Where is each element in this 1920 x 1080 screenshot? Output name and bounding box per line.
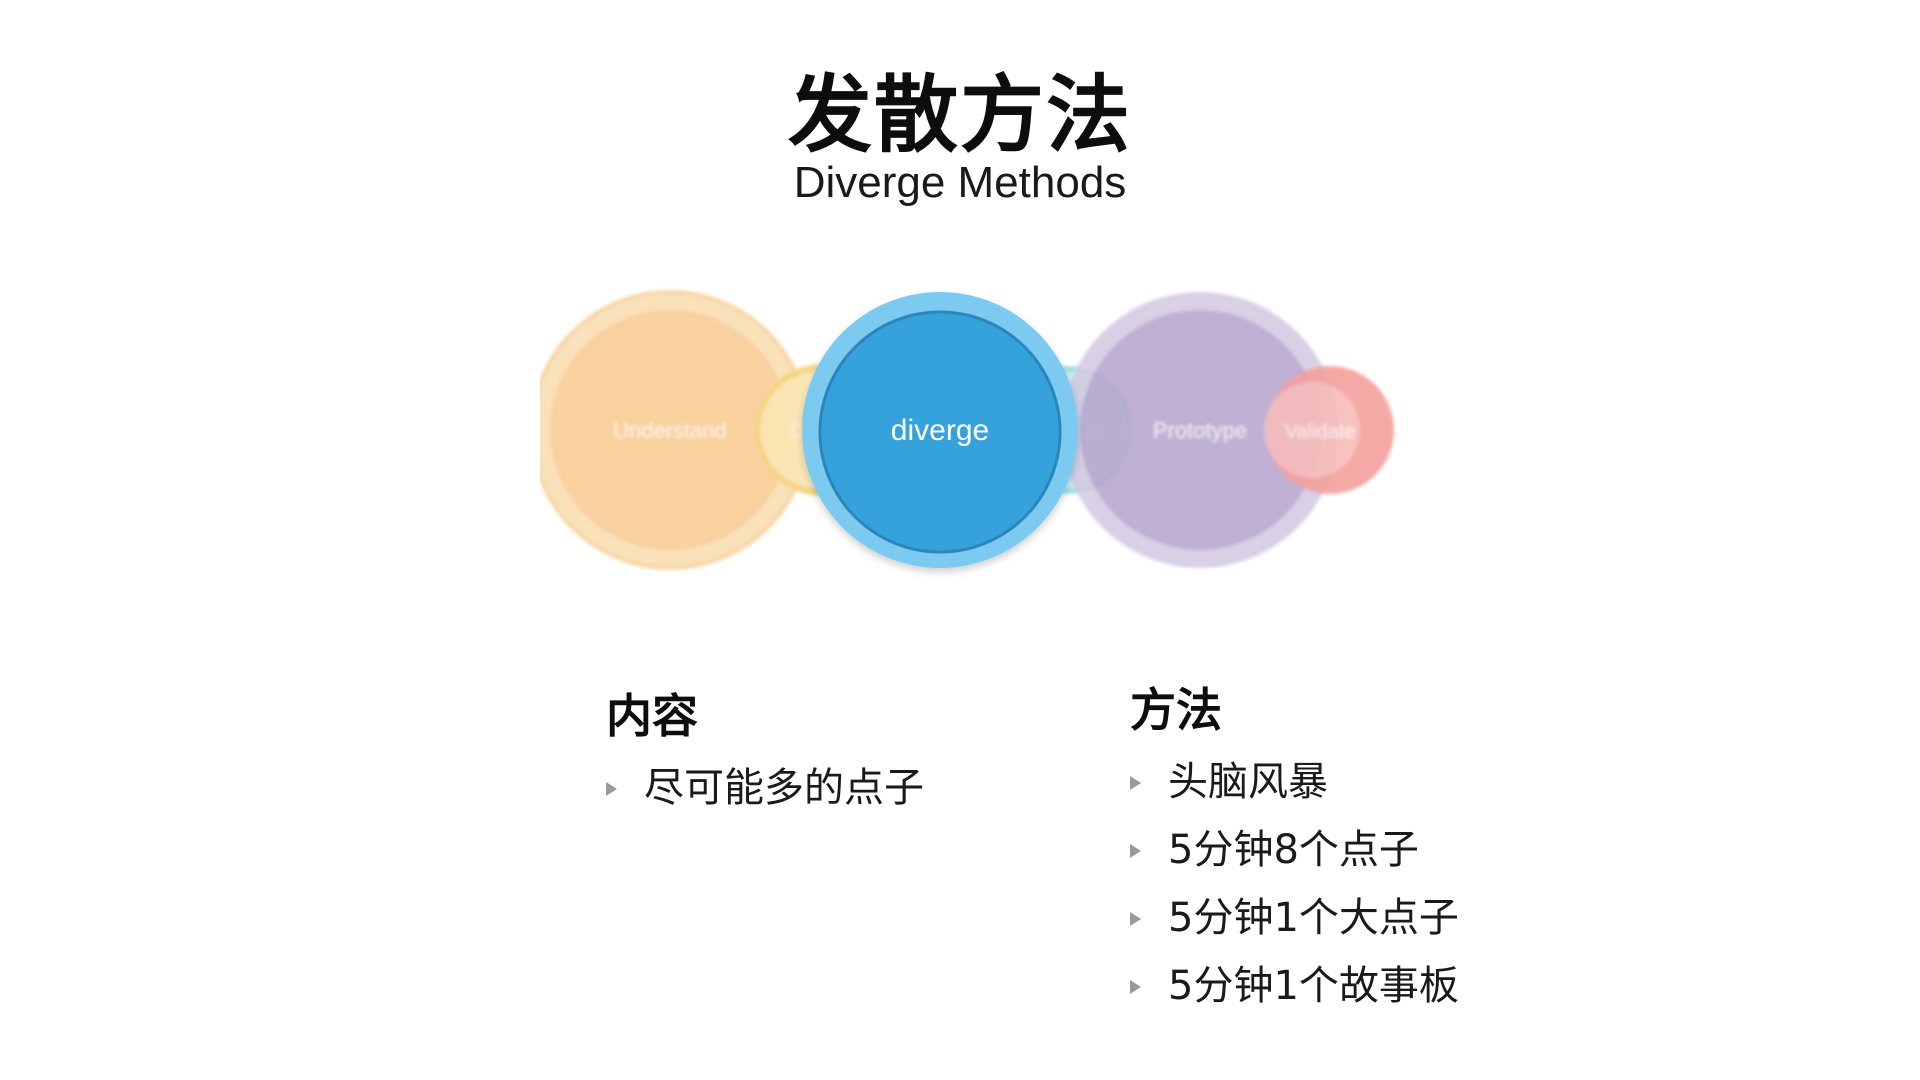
stage-label-diverge: diverge <box>891 414 989 447</box>
content-heading: 内容 <box>606 689 698 743</box>
methods-list: 头脑风暴 5分钟8个点子 5分钟1个大点子 5分钟1个故事板 <box>1130 748 1459 1020</box>
design-sprint-diagram: Understand Defi cide Prototype <box>540 270 1440 600</box>
stage-label-prototype: Prototype <box>1153 418 1247 443</box>
method-item-text: 5分钟1个故事板 <box>1168 963 1459 1009</box>
method-item-text: 头脑风暴 <box>1168 759 1328 805</box>
method-item: 头脑风暴 <box>1130 748 1459 816</box>
content-item-text: 尽可能多的点子 <box>644 765 924 811</box>
stage-prototype: Prototype <box>1062 292 1338 568</box>
method-item: 5分钟1个故事板 <box>1130 952 1459 1020</box>
stage-circles-svg: Understand Defi cide Prototype <box>540 290 1394 570</box>
stage-label-validate: Validate <box>1285 421 1356 443</box>
triangle-bullet-icon <box>1130 844 1141 858</box>
triangle-bullet-icon <box>1130 776 1141 790</box>
stage-validate: Validate <box>1264 366 1394 494</box>
method-item-text: 5分钟1个大点子 <box>1168 895 1459 941</box>
method-item-text: 5分钟8个点子 <box>1168 827 1419 873</box>
slide-subtitle: Diverge Methods <box>793 158 1127 207</box>
content-item: 尽可能多的点子 <box>606 754 924 822</box>
method-item: 5分钟8个点子 <box>1130 816 1459 884</box>
slide-title: 发散方法 <box>787 66 1132 164</box>
methods-heading: 方法 <box>1130 683 1222 737</box>
stage-label-understand: Understand <box>613 418 727 443</box>
stage-diverge: diverge <box>802 292 1078 568</box>
triangle-bullet-icon <box>1130 912 1141 926</box>
triangle-bullet-icon <box>606 782 617 796</box>
method-item: 5分钟1个大点子 <box>1130 884 1459 952</box>
triangle-bullet-icon <box>1130 980 1141 994</box>
stage-understand: Understand <box>540 290 810 570</box>
content-list: 尽可能多的点子 <box>606 754 924 822</box>
